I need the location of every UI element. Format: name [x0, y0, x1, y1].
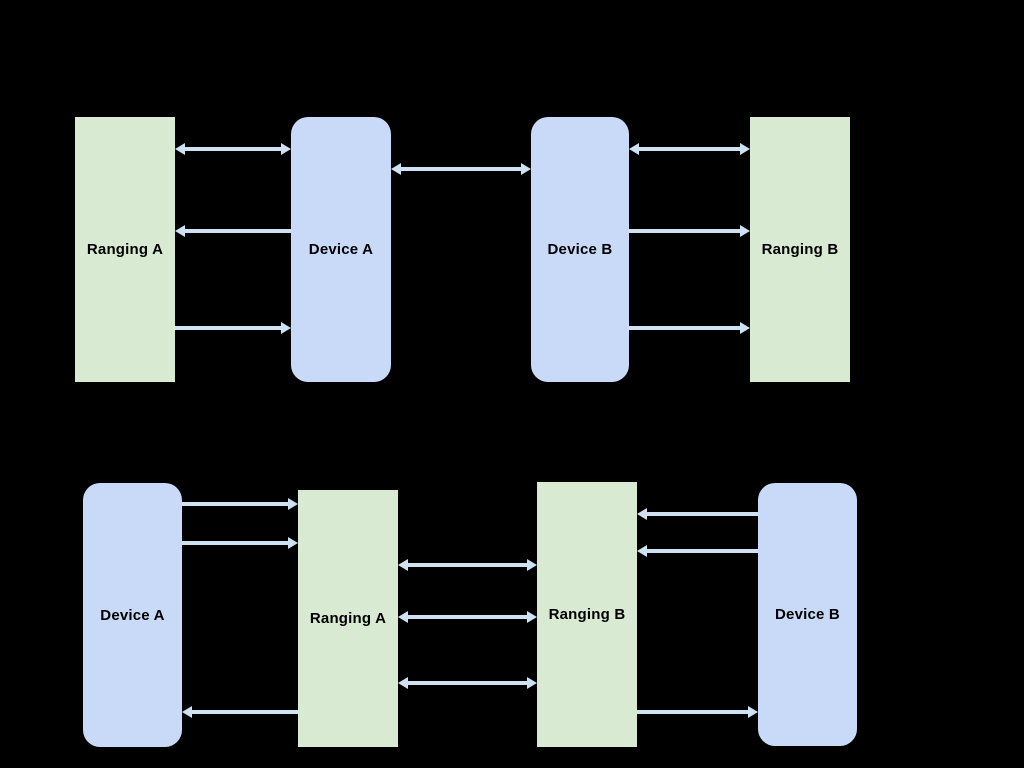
bottom-node-device-a: Device A — [83, 483, 182, 747]
bottom-node-ranging-a: Ranging A — [298, 490, 398, 747]
arrow-ranging-a-to-device-a — [182, 706, 298, 718]
arrow-ranging-a-device-a-bidirectional — [175, 143, 291, 155]
top-node-device-a-label: Device A — [308, 241, 374, 258]
bottom-node-ranging-b-label: Ranging B — [548, 606, 626, 623]
arrow-device-a-to-ranging-a-2 — [182, 537, 298, 549]
arrow-device-b-to-ranging-b-2 — [637, 545, 758, 557]
arrow-ranging-a-ranging-b-bidirectional-3 — [398, 677, 537, 689]
arrow-device-b-to-ranging-b-1 — [629, 225, 750, 237]
bottom-node-ranging-b: Ranging B — [537, 482, 637, 747]
arrow-device-b-to-ranging-b-1 — [637, 508, 758, 520]
top-node-ranging-a: Ranging A — [75, 117, 175, 382]
top-node-ranging-b: Ranging B — [750, 117, 850, 382]
bottom-node-ranging-a-label: Ranging A — [309, 610, 387, 627]
arrow-ranging-a-to-device-a — [175, 322, 291, 334]
top-node-ranging-a-label: Ranging A — [86, 241, 164, 258]
arrow-ranging-a-ranging-b-bidirectional-2 — [398, 611, 537, 623]
arrow-device-b-to-ranging-b-2 — [629, 322, 750, 334]
top-node-device-b: Device B — [531, 117, 629, 382]
arrow-device-a-to-ranging-a — [175, 225, 291, 237]
bottom-node-device-a-label: Device A — [100, 606, 165, 624]
arrow-device-a-device-b-bidirectional — [391, 163, 531, 175]
bottom-node-device-b: Device B — [758, 483, 857, 746]
top-node-ranging-b-label: Ranging B — [761, 241, 839, 258]
arrow-device-a-to-ranging-a-1 — [182, 498, 298, 510]
top-node-device-b-label: Device B — [547, 241, 613, 258]
arrow-ranging-b-to-device-b — [637, 706, 758, 718]
top-node-device-a: Device A — [291, 117, 391, 382]
bottom-node-device-b-label: Device B — [775, 606, 840, 623]
arrow-device-b-ranging-b-bidirectional — [629, 143, 750, 155]
arrow-ranging-a-ranging-b-bidirectional-1 — [398, 559, 537, 571]
